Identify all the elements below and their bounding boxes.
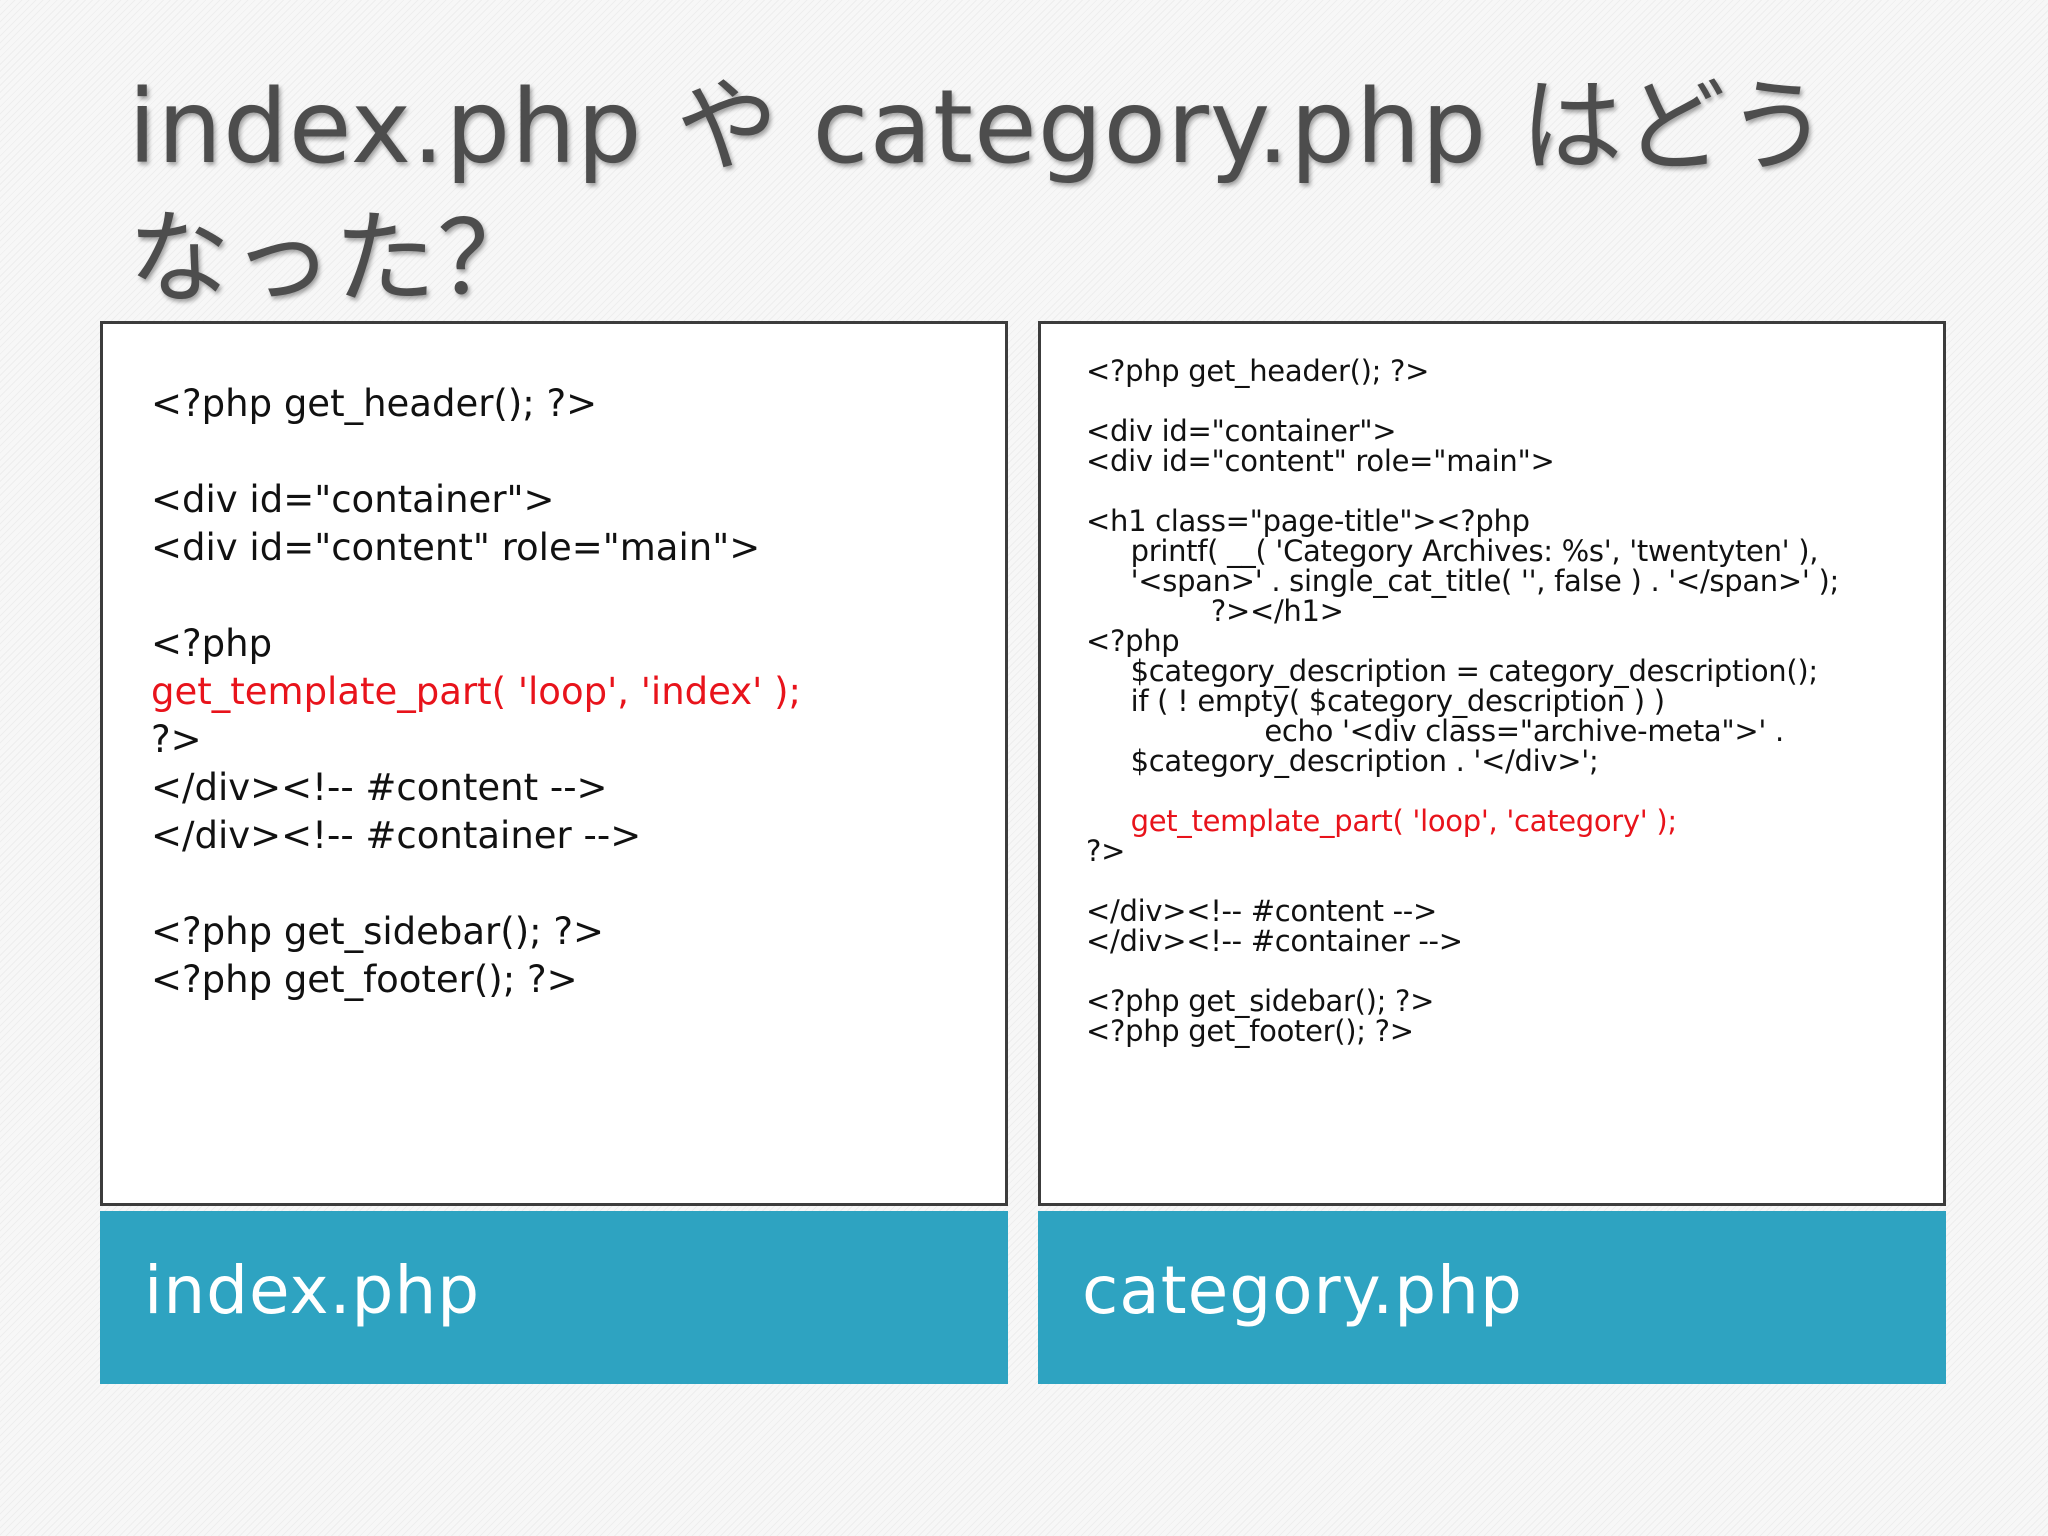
index-php-code-panel: <?php get_header(); ?> <div id="container… bbox=[100, 321, 1008, 1206]
slide-title-line-1: index.php や category.php はどう bbox=[128, 68, 1830, 187]
code-line: <?php get_header(); ?> bbox=[151, 382, 598, 425]
code-line: ?></h1> bbox=[1086, 594, 1344, 628]
code-line: <?php get_footer(); ?> bbox=[151, 958, 578, 1001]
code-line: <h1 class="page-title"><?php bbox=[1086, 504, 1530, 538]
code-line: <div id="content" role="main"> bbox=[151, 526, 761, 569]
code-line bbox=[151, 428, 801, 476]
code-line: '<span>' . single_cat_title( '', false )… bbox=[1086, 564, 1840, 598]
code-line: <div id="container"> bbox=[151, 478, 555, 521]
code-line bbox=[151, 860, 801, 908]
slide-title: index.php や category.php はどう なった？ bbox=[128, 62, 1928, 326]
code-line bbox=[1086, 776, 1839, 806]
category-php-code-block: <?php get_header(); ?> <div id="container… bbox=[1086, 356, 1839, 1046]
code-line bbox=[1086, 866, 1839, 896]
category-php-caption-bar: category.php bbox=[1038, 1211, 1946, 1384]
code-line: if ( ! empty( $category_description ) ) bbox=[1086, 684, 1665, 718]
code-line: </div><!-- #container --> bbox=[1086, 924, 1463, 958]
code-line: <?php get_sidebar(); ?> bbox=[1086, 984, 1435, 1018]
code-line: <?php bbox=[1086, 624, 1180, 658]
code-line: ?> bbox=[1086, 834, 1126, 868]
code-line: printf( __( 'Category Archives: %s', 'tw… bbox=[1086, 534, 1819, 568]
code-line bbox=[1086, 476, 1839, 506]
highlighted-code-line: get_template_part( 'loop', 'index' ); bbox=[151, 670, 801, 713]
index-php-caption-bar: index.php bbox=[100, 1211, 1008, 1384]
code-line: <div id="container"> bbox=[1086, 414, 1397, 448]
code-line: $category_description . '</div>'; bbox=[1086, 744, 1599, 778]
code-line: <?php get_sidebar(); ?> bbox=[151, 910, 604, 953]
index-php-code-block: <?php get_header(); ?> <div id="container… bbox=[151, 380, 801, 1004]
code-line: <?php get_header(); ?> bbox=[1086, 354, 1430, 388]
code-line bbox=[1086, 386, 1839, 416]
category-php-code-panel: <?php get_header(); ?> <div id="container… bbox=[1038, 321, 1946, 1206]
code-line bbox=[151, 572, 801, 620]
code-line: </div><!-- #content --> bbox=[151, 766, 608, 809]
index-php-caption: index.php bbox=[144, 1252, 481, 1329]
code-line: <?php get_footer(); ?> bbox=[1086, 1014, 1414, 1048]
code-line bbox=[1086, 956, 1839, 986]
code-line: </div><!-- #container --> bbox=[151, 814, 642, 857]
category-php-caption: category.php bbox=[1082, 1252, 1523, 1329]
code-line: $category_description = category_descrip… bbox=[1086, 654, 1819, 688]
code-line: </div><!-- #content --> bbox=[1086, 894, 1437, 928]
highlighted-code-line: get_template_part( 'loop', 'category' ); bbox=[1086, 804, 1678, 838]
code-line: echo '<div class="archive-meta">' . bbox=[1086, 714, 1784, 748]
code-line: <?php bbox=[151, 622, 273, 665]
slide-title-line-2: なった？ bbox=[128, 200, 540, 319]
code-line: ?> bbox=[151, 718, 202, 761]
code-line: <div id="content" role="main"> bbox=[1086, 444, 1555, 478]
